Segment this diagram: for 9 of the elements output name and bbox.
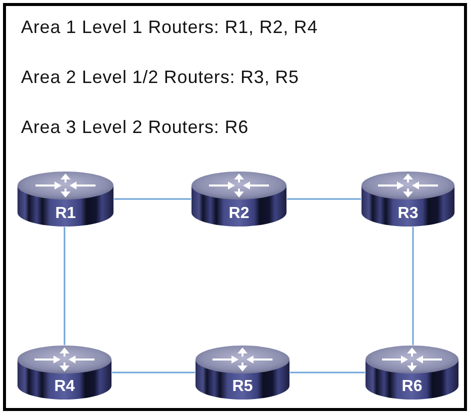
note-text: Area 1 Level 1 Routers: R1, R2, R4 [21, 17, 318, 37]
router-label: R3 [398, 205, 418, 223]
router-label: R4 [54, 378, 75, 396]
router-label: R6 [402, 378, 422, 396]
router-label: R1 [55, 205, 76, 223]
router-label: R5 [232, 378, 253, 396]
router-label: R2 [228, 205, 250, 223]
note-text: Area 2 Level 1/2 Routers: R3, R5 [21, 67, 299, 87]
note-text: Area 3 Level 2 Routers: R6 [21, 117, 249, 137]
